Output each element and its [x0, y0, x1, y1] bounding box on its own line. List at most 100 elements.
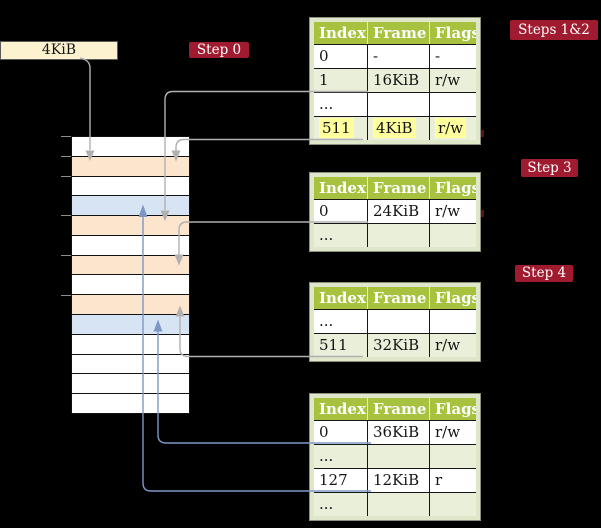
table-cell: ...	[319, 447, 334, 465]
memory-row-orange	[72, 216, 189, 236]
memory-row-white	[72, 374, 189, 395]
memory-row-orange	[72, 255, 189, 276]
row-marker-table1	[481, 130, 484, 137]
table-cell	[429, 493, 476, 516]
table-row: ...	[314, 492, 476, 516]
table-row: ...	[314, 444, 476, 468]
memory-tick	[61, 136, 71, 137]
memory-tick	[61, 175, 71, 177]
table-cell: -	[367, 45, 429, 68]
table-cell: ...	[319, 495, 334, 513]
table-cell: 16KiB	[367, 69, 429, 92]
step-3-label: Step 3	[521, 159, 578, 177]
steps-1-2-label: Steps 1&2	[510, 20, 598, 40]
frame-address-label: 4KiB	[41, 42, 77, 58]
table-row: ...	[314, 309, 476, 333]
highlighted-value: 4KiB	[373, 118, 416, 138]
table-cell: r/w	[429, 69, 476, 92]
table-header-cell: Flags	[429, 398, 476, 420]
table-cell	[429, 310, 476, 333]
table-cell	[367, 445, 429, 468]
memory-tick	[61, 294, 71, 296]
table-header-cell: Index	[319, 289, 366, 307]
table-cell	[367, 224, 429, 247]
table-cell: r	[429, 469, 476, 492]
memory-row-white	[72, 394, 189, 413]
table-cell: r/w	[429, 200, 476, 223]
table-header-cell: Index	[319, 24, 366, 42]
table-cell: r/w	[429, 421, 476, 444]
memory-row-white	[72, 235, 189, 256]
table-cell	[429, 93, 476, 116]
memory-row-orange	[72, 295, 189, 316]
table-header-cell: Index	[319, 400, 366, 418]
row-marker-table2	[481, 210, 484, 217]
memory-row-blue	[72, 196, 189, 217]
memory-row-white	[72, 137, 189, 157]
step-4-label: Step 4	[515, 265, 573, 282]
memory-tick	[61, 215, 71, 217]
table-header-cell: Flags	[429, 22, 476, 44]
step-0-label: Step 0	[189, 42, 249, 58]
table-row: 0 --	[314, 44, 476, 68]
frame-address-box: 4KiB	[0, 41, 118, 60]
table-header-cell: Frame	[367, 287, 429, 309]
table-cell: r/w	[429, 334, 476, 357]
table-cell: 511	[319, 336, 348, 354]
table-cell: 4KiB	[367, 117, 429, 140]
table-cell: -	[429, 45, 476, 68]
table-row: ...	[314, 223, 476, 247]
table-cell	[429, 224, 476, 247]
table-cell	[367, 93, 429, 116]
table-row: 511 4KiB r/w	[314, 116, 476, 140]
memory-row-white	[72, 354, 189, 375]
table-cell: 1	[319, 71, 329, 89]
memory-row-white	[72, 334, 189, 355]
table-cell: ...	[319, 226, 334, 244]
memory-tick	[61, 255, 71, 257]
memory-row-white	[72, 176, 189, 197]
highlighted-value: 511	[319, 118, 354, 138]
table-cell: 36KiB	[367, 421, 429, 444]
table-header-cell: Flags	[429, 287, 476, 309]
table-cell: 0	[319, 423, 329, 441]
table-cell: r/w	[429, 117, 476, 140]
table-header-cell: Frame	[367, 22, 429, 44]
table-cell: 0	[319, 47, 329, 65]
table-header-cell: Frame	[367, 177, 429, 199]
table-cell: 0	[319, 202, 329, 220]
memory-tick	[61, 155, 71, 157]
table-cell	[367, 493, 429, 516]
table-cell: 32KiB	[367, 334, 429, 357]
memory-row-orange	[72, 156, 189, 177]
table-cell: 12KiB	[367, 469, 429, 492]
table-header-cell: Index	[319, 179, 366, 197]
table-cell: 511	[314, 117, 367, 140]
table-cell: 127	[319, 471, 348, 489]
table-cell	[367, 310, 429, 333]
table-cell: ...	[319, 312, 334, 330]
highlighted-value: r/w	[435, 118, 467, 138]
table-header-cell: Flags	[429, 177, 476, 199]
table-row: ...	[314, 92, 476, 116]
table-cell: ...	[319, 95, 334, 113]
table-header-cell: Frame	[367, 398, 429, 420]
memory-row-blue	[72, 315, 189, 335]
table-cell	[429, 445, 476, 468]
table-cell: 24KiB	[367, 200, 429, 223]
memory-row-white	[72, 275, 189, 296]
